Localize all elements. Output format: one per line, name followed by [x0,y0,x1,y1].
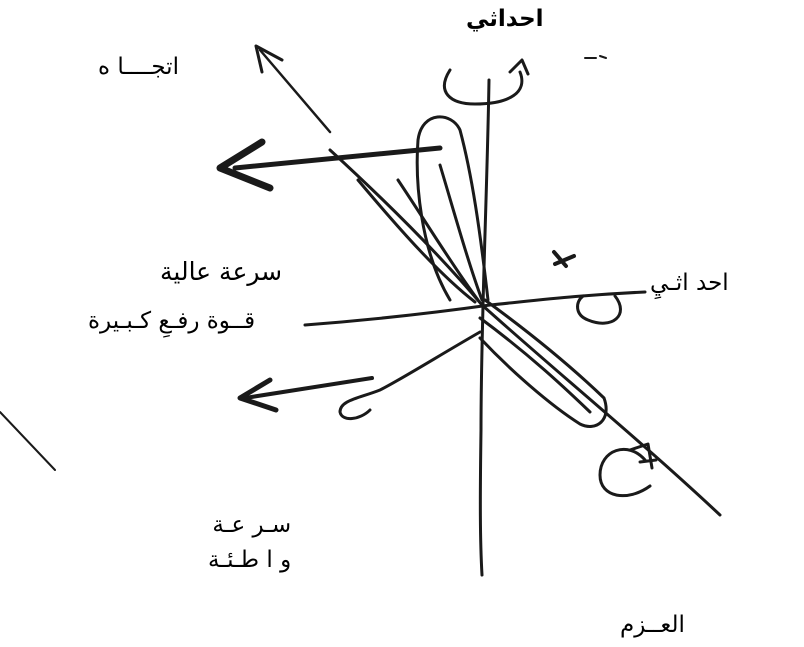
label-high-speed: سرعة عالية [160,258,282,287]
diagonal-axis [330,150,720,515]
right-axis-mark [554,252,574,266]
left-lower-loop [340,332,480,419]
label-low-speed: سـر عـة و ا طـئـة [208,508,291,577]
wing-line-a [358,180,475,302]
top-rotation-loop [444,70,521,104]
label-direction: اتجــــا ه [98,54,179,80]
vertical-axis [480,80,489,575]
label-axis-top: احداثي [466,6,544,32]
label-moment: العــزم [620,612,685,638]
label-high-lift: قــوة رفـعِ كـبـيرة [88,308,255,334]
main-force-arrow-shaft [235,148,440,168]
right-rotation-loop [578,296,621,323]
direction-arrow-shaft [260,50,330,132]
lower-wing-inner-line [480,318,590,412]
label-axis-right: احد اثـيِ [650,270,729,296]
top-scribble [585,56,606,58]
stray-edge-stroke [0,412,55,470]
diagonal-rotation-loop [600,449,650,495]
